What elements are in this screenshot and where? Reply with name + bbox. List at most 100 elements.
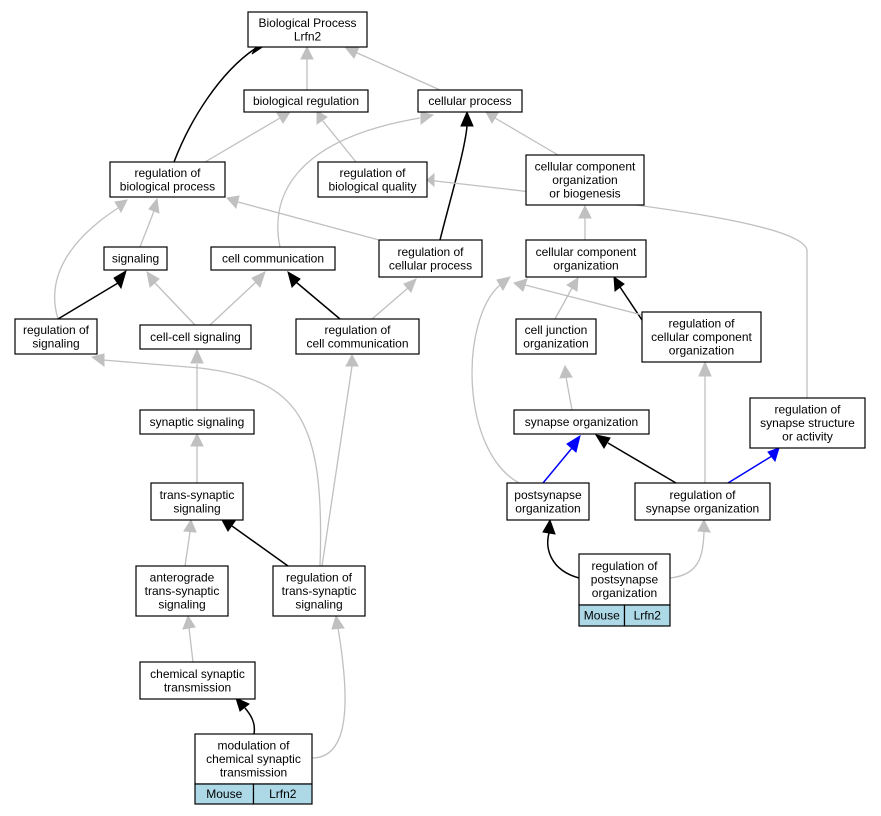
node-box <box>150 482 244 521</box>
node-label-line: trans-synaptic <box>160 488 235 502</box>
edge-gray-8 <box>139 210 155 248</box>
node-box <box>749 397 866 449</box>
edge-arrowhead <box>287 270 301 288</box>
edge-arrowhead <box>566 277 579 292</box>
node-cell-proc[interactable]: cellular process <box>417 89 523 113</box>
edges <box>54 45 808 759</box>
edge-black-16 <box>295 281 341 320</box>
edge-gray-11 <box>426 179 808 398</box>
edge-gray-18 <box>102 359 322 567</box>
node-cc-signaling[interactable]: cell-cell signaling <box>139 324 252 350</box>
edge-arrowhead <box>114 199 128 214</box>
edge-black-0 <box>173 47 257 163</box>
edge-gray-4 <box>321 119 357 163</box>
edge-gray-37 <box>311 627 346 759</box>
node-signaling[interactable]: signaling <box>103 246 168 271</box>
node-label-line: regulation of <box>324 323 391 337</box>
node-label-line: cell-cell signaling <box>150 330 241 344</box>
annotation-gene-label: Lrfn2 <box>269 787 297 801</box>
node-box <box>525 154 645 206</box>
edge-arrowhead <box>251 271 266 288</box>
node-label-line: Lrfn2 <box>294 29 322 43</box>
edge-arrowhead <box>148 197 160 214</box>
node-box <box>247 11 368 48</box>
edge-arrowhead <box>345 353 359 367</box>
node-box <box>272 565 366 617</box>
edge-gray-31 <box>184 531 191 567</box>
node-label-line: postsynapse <box>591 573 659 587</box>
edge-gray-23 <box>471 284 520 484</box>
node-label-line: organization <box>592 586 657 600</box>
node-label-line: biological regulation <box>253 94 359 108</box>
node-box <box>135 565 229 617</box>
node-label-line: signaling <box>32 336 79 350</box>
node-cell-comm[interactable]: cell communication <box>210 246 336 271</box>
annotation-species-label: Mouse <box>584 609 620 623</box>
node-box <box>525 239 647 278</box>
edge-gray-34 <box>669 531 705 579</box>
node-label-line: cellular process <box>389 258 472 272</box>
edge-arrowhead <box>235 697 250 712</box>
node-label-line: regulation of <box>668 317 735 331</box>
node-box <box>634 482 771 521</box>
node-bio-reg[interactable]: biological regulation <box>243 89 369 113</box>
edge-arrowhead <box>343 46 360 59</box>
annotation-gene-cell <box>623 604 671 627</box>
edge-arrowhead <box>594 434 611 449</box>
node-box <box>109 161 226 198</box>
node-box <box>506 482 590 521</box>
node-syn-signaling[interactable]: synaptic signaling <box>139 409 255 435</box>
node-reg-postsyn-org[interactable]: regulation ofpostsynapseorganizationMous… <box>578 553 671 627</box>
node-box <box>641 311 762 363</box>
edge-arrowhead <box>542 518 556 535</box>
node-syn-org[interactable]: synapse organization <box>513 409 650 435</box>
edge-arrowhead <box>698 360 712 377</box>
edge-arrowhead <box>559 364 573 379</box>
annotation-species-label: Mouse <box>206 787 242 801</box>
node-label-line: signaling <box>112 252 159 266</box>
node-label-line: trans-synaptic <box>145 584 220 598</box>
edge-arrowhead <box>767 447 780 463</box>
node-box <box>578 553 671 606</box>
edge-black-36 <box>244 707 256 735</box>
node-label-line: transmission <box>164 680 231 694</box>
edge-gray-17 <box>371 287 409 320</box>
node-label-line: regulation of <box>591 559 658 573</box>
edge-arrowhead <box>578 204 592 219</box>
edge-arrowhead <box>146 271 160 288</box>
node-label-line: organization <box>553 258 618 272</box>
node-label-line: cellular component <box>651 330 752 344</box>
edge-gray-10 <box>237 201 380 241</box>
node-label-line: transmission <box>220 766 287 780</box>
edge-black-5 <box>439 125 468 241</box>
node-box <box>14 318 98 355</box>
edge-gray-9 <box>277 117 421 248</box>
node-box <box>378 239 483 278</box>
node-label-line: chemical synaptic <box>206 752 301 766</box>
edge-arrowhead <box>276 111 291 124</box>
node-label-line: organization <box>669 344 734 358</box>
node-label-line: synapse organization <box>646 501 759 515</box>
node-box <box>515 318 597 355</box>
node-label-line: cellular component <box>535 160 636 174</box>
node-label-line: regulation of <box>134 166 201 180</box>
node-label-line: or biogenesis <box>549 187 620 201</box>
